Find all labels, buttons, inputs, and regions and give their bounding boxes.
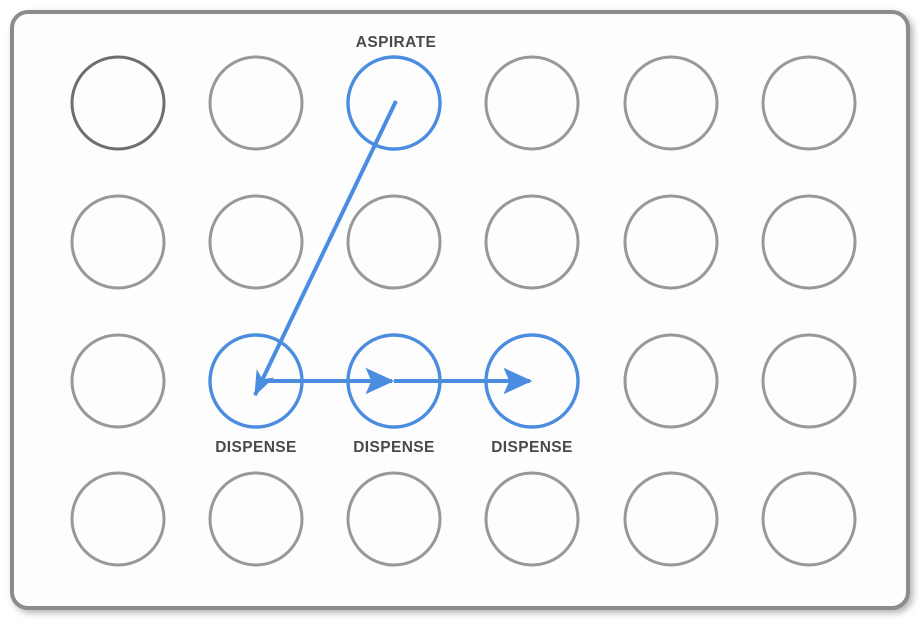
well-r1c6[interactable] [761, 55, 857, 151]
well-r4c4[interactable] [484, 471, 580, 567]
well-r2c3[interactable] [346, 194, 442, 290]
well-plate [10, 10, 910, 610]
well-r4c5[interactable] [623, 471, 719, 567]
well-r2c5[interactable] [623, 194, 719, 290]
well-r2c2[interactable] [208, 194, 304, 290]
well-r4c6[interactable] [761, 471, 857, 567]
well-r3c1[interactable] [70, 333, 166, 429]
well-r4c1[interactable] [70, 471, 166, 567]
well-r1c2[interactable] [208, 55, 304, 151]
well-r3c5[interactable] [623, 333, 719, 429]
well-r1c5[interactable] [623, 55, 719, 151]
dispense-label-3: DISPENSE [491, 439, 573, 456]
dispense-label-2: DISPENSE [353, 439, 435, 456]
dispense-label-1: DISPENSE [215, 439, 297, 456]
aspirate-label: ASPIRATE [356, 34, 436, 51]
transfer-path [253, 100, 533, 397]
well-r4c2[interactable] [208, 471, 304, 567]
well-r1c1[interactable] [70, 55, 166, 151]
well-grid [70, 55, 857, 567]
arrow-aspirate-to-dispense-1 [253, 100, 398, 397]
well-r2c6[interactable] [761, 194, 857, 290]
well-r3c6[interactable] [761, 333, 857, 429]
well-r2c1[interactable] [70, 194, 166, 290]
well-r1c4[interactable] [484, 55, 580, 151]
well-r1c3-aspirate[interactable] [346, 55, 442, 151]
step-labels: ASPIRATE DISPENSE DISPENSE DISPENSE [215, 34, 573, 456]
well-r2c4[interactable] [484, 194, 580, 290]
well-r4c3[interactable] [346, 471, 442, 567]
plate-outline [10, 10, 910, 610]
